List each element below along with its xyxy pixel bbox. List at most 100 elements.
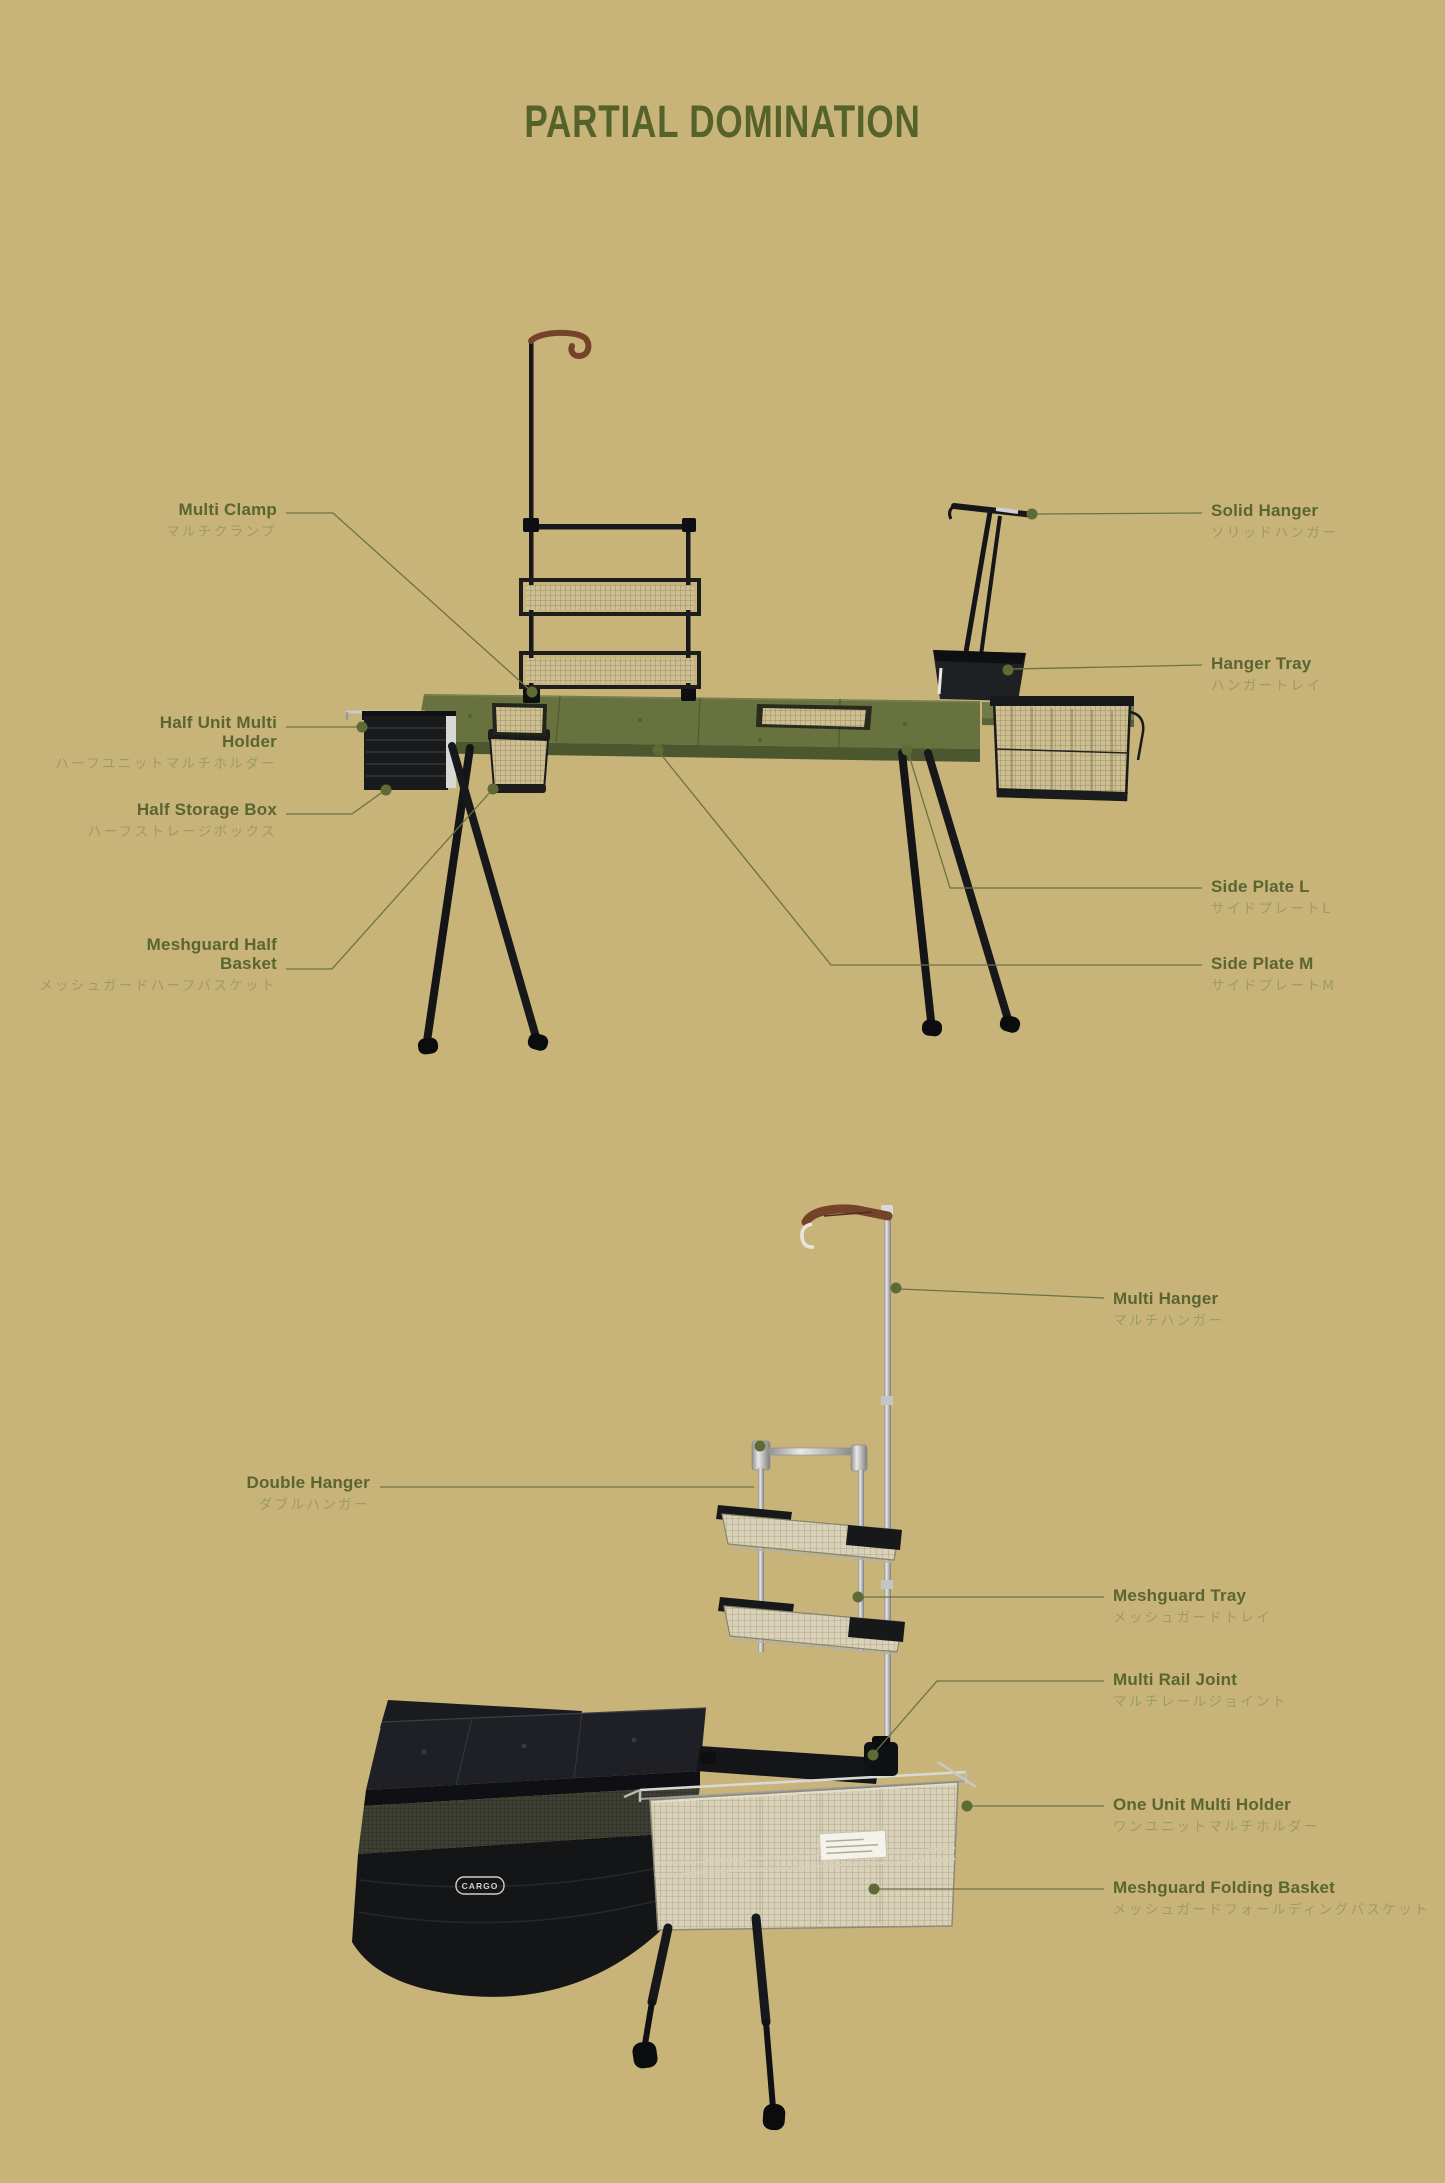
callout-dot-multi-hanger <box>890 1282 902 1294</box>
callout-dot-multi-clamp <box>526 686 538 698</box>
callout-line-multi-hanger <box>899 1288 1105 1299</box>
tabletop-mesh-opening <box>756 704 872 730</box>
callout-line-multi-clamp <box>286 512 532 692</box>
solid-hanger <box>948 503 1037 656</box>
callout-dot-one-unit-multi-holder <box>961 1800 973 1812</box>
callout-line-meshguard-half-basket <box>286 789 493 970</box>
callout-label-solid-hanger: Solid Hanger ソリッドハンガー <box>1211 501 1338 541</box>
callout-jp: マルチハンガー <box>1113 1313 1225 1329</box>
callout-dot-side-plate-m <box>652 744 664 756</box>
callout-line-multi-rail-joint <box>875 1680 1104 1752</box>
callout-en: Multi Hanger <box>1113 1289 1219 1308</box>
callout-line-side-plate-m <box>658 751 1202 966</box>
callout-en: One Unit Multi Holder <box>1113 1795 1291 1814</box>
callout-line-solid-hanger <box>1035 512 1203 515</box>
page-title: PARTIAL DOMINATION <box>524 96 921 147</box>
callout-en: Side Plate M <box>1211 954 1314 973</box>
callout-dot-meshguard-half-basket <box>487 783 499 795</box>
section-top-product <box>345 329 1145 1055</box>
callout-jp: サイドプレートL <box>1211 901 1333 917</box>
leg-foot <box>632 2041 658 2069</box>
callout-dot-meshguard-folding-basket <box>868 1883 880 1895</box>
callout-dot-half-unit-multi-holder <box>356 721 368 733</box>
callout-jp: ハンガートレイ <box>1211 678 1323 694</box>
table-legs-top-product <box>417 742 1021 1055</box>
callout-en: Solid Hanger <box>1211 501 1319 520</box>
callout-en: Hanger Tray <box>1211 654 1312 673</box>
callout-lines <box>286 512 1203 1890</box>
multi-hanger-pole <box>800 1204 893 1773</box>
callout-jp: メッシュガードトレイ <box>1113 1610 1272 1626</box>
callout-label-half-storage-box: Half Storage Box ハーフストレージボックス <box>88 800 277 840</box>
callout-label-meshguard-tray: Meshguard Tray メッシュガードトレイ <box>1113 1586 1272 1626</box>
callout-jp: ハーフユニットマルチホルダー <box>55 756 277 772</box>
white-hook-tip <box>800 1222 815 1249</box>
half-storage-box <box>364 716 456 790</box>
basket-label-tag <box>818 1829 888 1862</box>
callout-jp: ワンユニットマルチホルダー <box>1113 1819 1320 1835</box>
meshguard-tray-1 <box>716 1505 902 1563</box>
table-legs-bottom-product <box>632 1913 786 2131</box>
callout-label-one-unit-multi-holder: One Unit Multi Holder ワンユニットマルチホルダー <box>1113 1795 1320 1835</box>
callout-en: Multi Rail Joint <box>1113 1670 1238 1689</box>
callout-jp: ダブルハンガー <box>258 1497 370 1513</box>
lantern-hanger-pole <box>528 329 592 696</box>
rack-shelf-1 <box>519 578 701 616</box>
hanger-tray <box>933 650 1026 701</box>
callout-jp: メッシュガードハーフバスケット <box>39 978 277 994</box>
callout-label-double-hanger: Double Hanger ダブルハンガー <box>246 1473 370 1513</box>
callout-en: Multi Clamp <box>178 500 277 519</box>
callout-en: Half Storage Box <box>136 800 277 819</box>
callout-label-meshguard-folding-basket: Meshguard Folding Basket メッシュガードフォールディング… <box>1113 1878 1430 1918</box>
side-rail <box>696 1746 880 1784</box>
leg-foot <box>999 1015 1021 1033</box>
callout-line-side-plate-l <box>907 751 1202 889</box>
right-mesh-basket <box>989 696 1145 802</box>
hanging-rack <box>519 518 701 701</box>
callout-dot-side-plate-l <box>901 744 913 756</box>
section-bottom-product: CARGO <box>352 1204 977 2131</box>
callout-dot-half-storage-box <box>380 784 392 796</box>
callout-label-multi-hanger: Multi Hanger マルチハンガー <box>1113 1289 1224 1329</box>
leg-foot <box>762 2103 786 2131</box>
callout-line-half-storage-box <box>286 790 385 815</box>
callout-label-side-plate-m: Side Plate M サイドプレートM <box>1211 954 1336 994</box>
callout-en: Meshguard Tray <box>1113 1586 1247 1605</box>
callout-dot-solid-hanger <box>1026 508 1038 520</box>
leg-foot <box>921 1019 943 1037</box>
callout-en: Side Plate L <box>1211 877 1310 896</box>
callout-label-multi-rail-joint: Multi Rail Joint マルチレールジョイント <box>1113 1670 1288 1710</box>
cargo-logo: CARGO <box>462 1881 499 1891</box>
callout-line-hanger-tray <box>1012 664 1203 670</box>
callout-label-hanger-tray: Hanger Tray ハンガートレイ <box>1211 654 1322 694</box>
callout-dot-hanger-tray <box>1002 664 1014 676</box>
callout-jp: メッシュガードフォールディングバスケット <box>1113 1902 1431 1918</box>
rack-shelf-2 <box>519 651 701 689</box>
meshguard-tray-2 <box>718 1597 905 1655</box>
callout-jp: ハーフストレージボックス <box>87 824 277 840</box>
wooden-hook <box>801 1204 893 1227</box>
meshguard-folding-basket <box>649 1781 959 1931</box>
callout-en: Double Hanger <box>246 1473 370 1492</box>
callout-dots <box>356 508 1038 1895</box>
leg-foot <box>527 1033 549 1051</box>
wooden-hook <box>528 329 592 360</box>
callout-jp: ソリッドハンガー <box>1211 525 1339 541</box>
mesh-skirt: CARGO <box>352 1786 700 1997</box>
meshguard-half-basket <box>488 703 550 793</box>
callout-jp: マルチクランプ <box>166 524 277 540</box>
callout-label-side-plate-l: Side Plate L サイドプレートL <box>1211 877 1332 917</box>
callout-dot-multi-rail-joint <box>867 1749 879 1761</box>
callout-jp: マルチレールジョイント <box>1113 1694 1288 1710</box>
callout-jp: サイドプレートM <box>1211 978 1337 994</box>
callout-en: Meshguard Folding Basket <box>1113 1878 1336 1897</box>
leg-foot <box>417 1037 439 1055</box>
callout-label-multi-clamp: Multi Clamp マルチクランプ <box>166 500 277 540</box>
callout-dot-double-hanger <box>754 1440 766 1452</box>
